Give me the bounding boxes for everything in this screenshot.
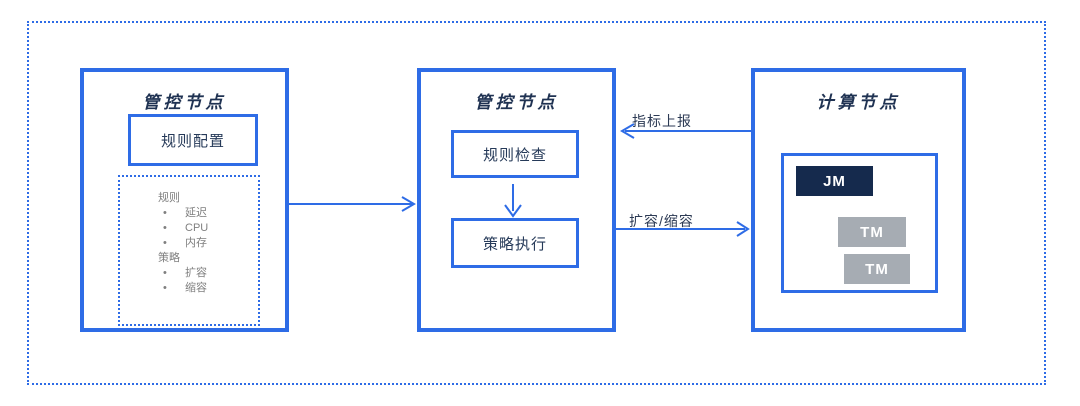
note-text: 策略 [158, 252, 180, 264]
diagram-boundary [27, 21, 1046, 385]
compute-inner-box: JM TM TM [781, 153, 938, 293]
rule-check-label: 规则检查 [482, 146, 547, 164]
note-text: CPU [185, 222, 209, 234]
scale-label: 扩容/缩容 [629, 213, 694, 229]
note-heading-rules: 规则 [158, 191, 258, 206]
control-node-runtime-title: 管控节点 [474, 93, 559, 112]
note-text: 扩容 [185, 267, 207, 279]
control-node-config: 管控节点 规则配置 规则 • 延迟 • CPU • 内存 [80, 68, 289, 332]
policy-exec-box: 策略执行 [451, 218, 579, 268]
policy-exec-label: 策略执行 [482, 235, 547, 253]
metric-report-label: 指标上报 [632, 113, 692, 129]
note-item-scale-out: • 扩容 [158, 266, 258, 281]
note-heading-policy: 策略 [158, 251, 258, 266]
compute-node-title: 计算节点 [816, 93, 901, 112]
tm-box: TM [838, 217, 906, 247]
bullet-icon: • [163, 207, 167, 219]
bullet-icon: • [163, 282, 167, 294]
rule-config-box: 规则配置 [128, 114, 258, 166]
tm-box: TM [844, 254, 910, 284]
note-item-latency: • 延迟 [158, 206, 258, 221]
rule-config-label: 规则配置 [160, 132, 225, 150]
rules-policy-notes-box: 规则 • 延迟 • CPU • 内存 策略 • [118, 175, 260, 326]
compute-node: 计算节点 JM TM TM [751, 68, 966, 332]
note-text: 内存 [185, 237, 207, 249]
note-text: 缩容 [185, 282, 207, 294]
bullet-icon: • [163, 222, 167, 234]
note-text: 规则 [158, 192, 180, 204]
note-text: 延迟 [185, 207, 207, 219]
jm-box: JM [796, 166, 873, 196]
note-item-cpu: • CPU [158, 221, 258, 236]
note-item-memory: • 内存 [158, 236, 258, 251]
bullet-icon: • [163, 267, 167, 279]
bullet-icon: • [163, 237, 167, 249]
rules-policy-notes: 规则 • 延迟 • CPU • 内存 策略 • [120, 177, 258, 296]
rule-check-box: 规则检查 [451, 130, 579, 178]
control-node-config-title: 管控节点 [142, 93, 227, 112]
control-node-runtime: 管控节点 规则检查 策略执行 [417, 68, 616, 332]
note-item-scale-in: • 缩容 [158, 281, 258, 296]
